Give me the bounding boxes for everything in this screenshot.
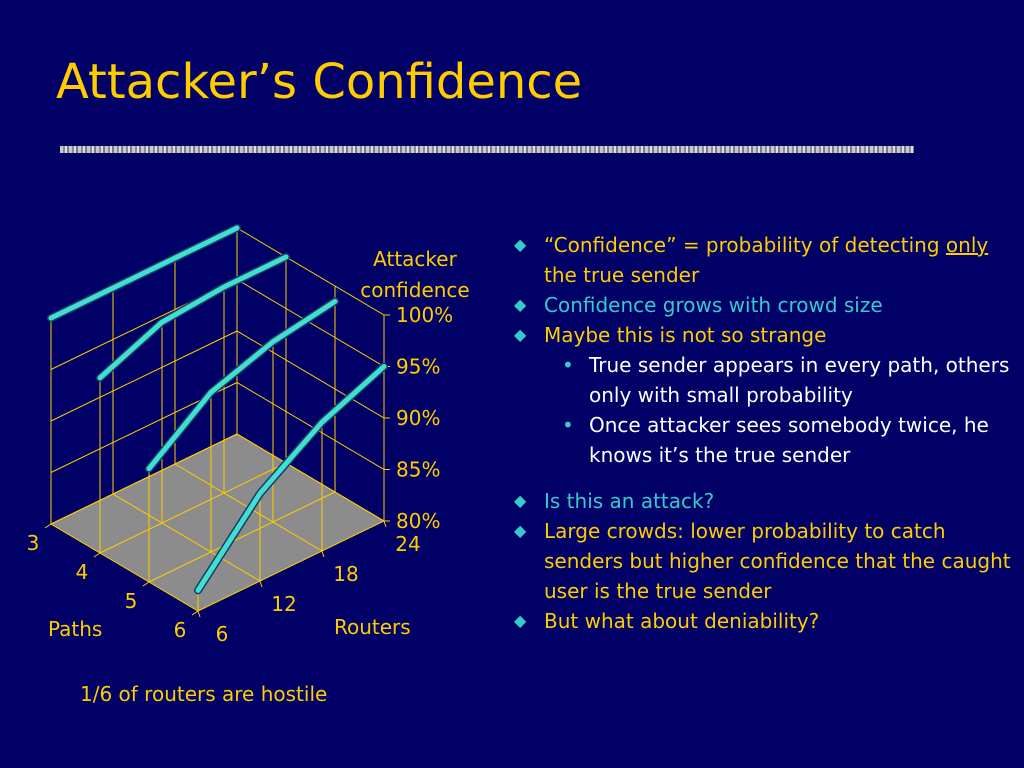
y-axis-title: Paths bbox=[48, 617, 102, 641]
bullet-text: Large crowds: lower probability to catch… bbox=[544, 519, 1011, 603]
sub-bullet-item: • Once attacker sees somebody twice, he k… bbox=[506, 410, 1011, 470]
bullet-text: “Confidence” = probability of detecting … bbox=[544, 233, 988, 287]
dot-bullet-icon: • bbox=[562, 353, 574, 377]
diamond-bullet-icon: ◆ bbox=[514, 491, 527, 510]
floor-gridline bbox=[99, 462, 287, 554]
underlined-word: only bbox=[945, 233, 989, 257]
bullet-spacer bbox=[506, 470, 1011, 486]
diamond-bullet-icon: ◆ bbox=[514, 325, 527, 344]
bullet-text-part: “Confidence” = probability of detecting bbox=[544, 233, 946, 257]
floor-gridline bbox=[112, 493, 261, 582]
y-tick-label: 4 bbox=[76, 560, 89, 584]
bullet-item: ◆ Is this an attack? bbox=[506, 486, 1011, 516]
x-tick-mark bbox=[259, 580, 263, 588]
bullet-item: ◆ But what about deniability? bbox=[506, 606, 1011, 636]
chart-labels: Attacker confidence Paths Routers 80% 85%… bbox=[27, 247, 470, 646]
bullet-item: ◆ Maybe this is not so strange bbox=[506, 320, 1011, 350]
x-tick-label: 18 bbox=[333, 562, 358, 586]
z-axis-title-line2: confidence bbox=[360, 278, 469, 302]
y-tick-mark bbox=[142, 581, 150, 587]
series-line-paths-5 bbox=[146, 298, 338, 472]
y-tick-label: 6 bbox=[174, 618, 187, 642]
bullet-text: Once attacker sees somebody twice, he kn… bbox=[589, 413, 989, 467]
x-tick-label: 12 bbox=[271, 592, 296, 616]
bullet-item: ◆ Large crowds: lower probability to catc… bbox=[506, 516, 1011, 606]
x-axis-title: Routers bbox=[334, 615, 411, 639]
x-tick-mark bbox=[383, 520, 387, 528]
chart-footnote: 1/6 of routers are hostile bbox=[80, 682, 328, 706]
bullet-text-part: the true sender bbox=[544, 263, 700, 287]
z-tick-label: 90% bbox=[396, 406, 440, 430]
slide-title: Attacker’s Confidence bbox=[56, 54, 583, 110]
z-tick-label: 85% bbox=[396, 458, 440, 482]
bullet-text: Is this an attack? bbox=[544, 489, 715, 513]
series-line-paths-3 bbox=[48, 225, 240, 321]
x-tick-mark bbox=[197, 610, 201, 618]
diamond-bullet-icon: ◆ bbox=[514, 295, 527, 314]
dot-bullet-icon: • bbox=[562, 413, 574, 437]
bullet-text: True sender appears in every path, other… bbox=[589, 353, 1010, 407]
y-tick-mark bbox=[93, 552, 101, 558]
chart-series bbox=[47, 224, 388, 611]
floor-gridline bbox=[148, 491, 336, 583]
bullet-text: Maybe this is not so strange bbox=[544, 323, 827, 347]
y-tick-mark bbox=[191, 610, 199, 616]
x-tick-label: 6 bbox=[216, 622, 229, 646]
y-tick-mark bbox=[44, 523, 52, 529]
y-tick-label: 3 bbox=[27, 531, 40, 555]
title-divider bbox=[60, 146, 914, 153]
diamond-bullet-icon: ◆ bbox=[514, 235, 527, 254]
bullet-item: ◆ “Confidence” = probability of detecting… bbox=[506, 230, 1011, 290]
bullet-item: ◆ Confidence grows with crowd size bbox=[506, 290, 1011, 320]
z-tick-label: 100% bbox=[396, 303, 453, 327]
series-line-paths-4 bbox=[97, 254, 289, 381]
z-tick-label: 80% bbox=[396, 509, 440, 533]
diamond-bullet-icon: ◆ bbox=[514, 611, 527, 630]
series-line-paths-6 bbox=[195, 364, 387, 593]
bullet-text: But what about deniability? bbox=[544, 609, 820, 633]
x-tick-label: 24 bbox=[395, 532, 420, 556]
z-tick-label: 95% bbox=[396, 355, 440, 379]
bullet-list: ◆ “Confidence” = probability of detecting… bbox=[506, 230, 1011, 636]
bullet-text: Confidence grows with crowd size bbox=[544, 293, 883, 317]
y-tick-label: 5 bbox=[125, 589, 138, 613]
diamond-bullet-icon: ◆ bbox=[514, 521, 527, 540]
x-tick-mark bbox=[321, 550, 325, 558]
series-line-shadow-paths-4 bbox=[96, 253, 290, 382]
sub-bullet-item: • True sender appears in every path, othe… bbox=[506, 350, 1011, 410]
z-axis-title-line1: Attacker bbox=[373, 247, 457, 271]
